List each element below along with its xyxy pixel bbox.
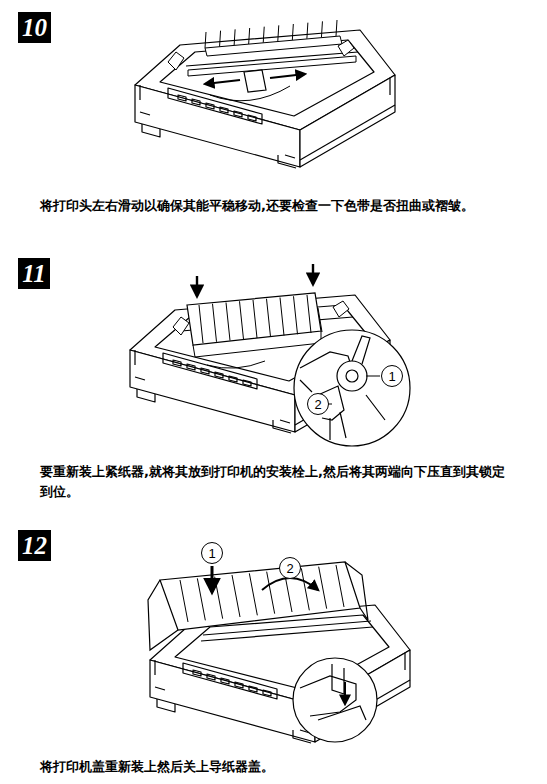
illustration-stroke: [213, 304, 217, 342]
number-text: 11: [22, 261, 46, 286]
number-text: 1: [388, 370, 395, 383]
illustration-stroke: [240, 301, 244, 339]
callout-number: 2: [307, 393, 329, 415]
step-caption: 要重新装上紧纸器,就将其放到打印机的安装栓上,然后将其两端向下压直到其锁定到位。: [40, 462, 510, 502]
illustration-stroke: [292, 24, 293, 40]
number-text: 12: [22, 533, 47, 558]
illustration-stroke: [307, 23, 308, 39]
illustration-stroke: [330, 412, 346, 440]
illustration-stroke: [205, 36, 342, 56]
step-caption: 将打印头左右滑动以确保其能平稳移动,还要检查一下色带是否扭曲或褶皱。: [40, 196, 520, 216]
illustration-stroke: [346, 370, 358, 382]
illustration-stroke: [234, 29, 235, 45]
callout-number: 1: [381, 365, 403, 387]
illustration-stroke: [160, 562, 360, 630]
callout-number: 1: [201, 542, 223, 564]
illustration-stroke: [253, 300, 257, 338]
illustration-stroke: [337, 361, 367, 391]
callout-number: 2: [279, 557, 301, 579]
illustration-stroke: [280, 298, 284, 336]
illustration-stroke: [344, 682, 346, 704]
illustration-stroke: [319, 567, 327, 609]
illustration-stroke: [267, 572, 275, 614]
illustration-stroke: [135, 30, 395, 168]
illustration-stroke: [196, 276, 198, 296]
number-text: 2: [286, 562, 293, 575]
illustration-stroke: [193, 331, 321, 357]
illustration-stroke: [148, 562, 368, 650]
illustration-stroke: [226, 303, 230, 341]
illustration-stroke: [207, 361, 265, 368]
step-caption: 将打印机盖重新装上然后关上导纸器盖。: [40, 757, 520, 777]
illustration-stroke: [262, 578, 318, 590]
illustration-stroke: [263, 27, 264, 43]
illustration-stroke: [188, 56, 356, 76]
illustration-stroke: [267, 299, 271, 337]
illustration-stroke: [270, 74, 305, 78]
illustration-stroke: [336, 20, 337, 36]
illustration-stroke: [205, 80, 240, 84]
illustration-stroke: [293, 658, 377, 742]
step-number: 11: [18, 258, 50, 289]
illustration-stroke: [197, 578, 205, 620]
illustration-stroke: [180, 580, 188, 622]
illustration-stroke: [244, 70, 266, 92]
illustration-stroke: [180, 565, 344, 622]
illustration-stroke: [321, 21, 322, 37]
illustration-stroke: [168, 40, 354, 70]
illustration-stroke: [232, 575, 240, 617]
illustration-stroke: [187, 293, 321, 345]
illustration-stroke: [173, 301, 349, 335]
illustration-stroke: [249, 573, 257, 615]
illustration-stroke: [312, 264, 314, 284]
illustration-stroke: [199, 295, 311, 343]
illustration-stroke: [205, 32, 206, 48]
illustration-stroke: [336, 565, 344, 607]
step-number: 10: [18, 12, 51, 43]
illustration-stroke: [352, 336, 370, 364]
illustration-stroke: [211, 566, 214, 592]
illustration-stroke: [210, 86, 290, 101]
illustration-stroke: [294, 296, 298, 334]
illustration-stroke: [300, 380, 385, 420]
illustration-stroke: [318, 706, 366, 720]
illustration-stroke: [318, 308, 322, 332]
number-text: 1: [208, 547, 215, 560]
illustration-stroke: [220, 31, 221, 47]
illustration-stroke: [301, 568, 309, 610]
step-number: 12: [18, 530, 51, 561]
illustration-stroke: [300, 664, 366, 720]
illustration-stroke: [278, 25, 279, 41]
number-text: 2: [314, 398, 321, 411]
illustration-stroke: [294, 330, 410, 446]
illustration-stroke: [215, 577, 223, 619]
illustration-stroke: [249, 28, 250, 44]
illustration-stroke: [300, 336, 385, 440]
illustration-stroke: [135, 20, 395, 168]
illustration-stroke: [307, 295, 311, 333]
number-text: 10: [22, 15, 47, 40]
illustration-stroke: [332, 664, 344, 694]
illustration-stroke: [199, 305, 203, 343]
